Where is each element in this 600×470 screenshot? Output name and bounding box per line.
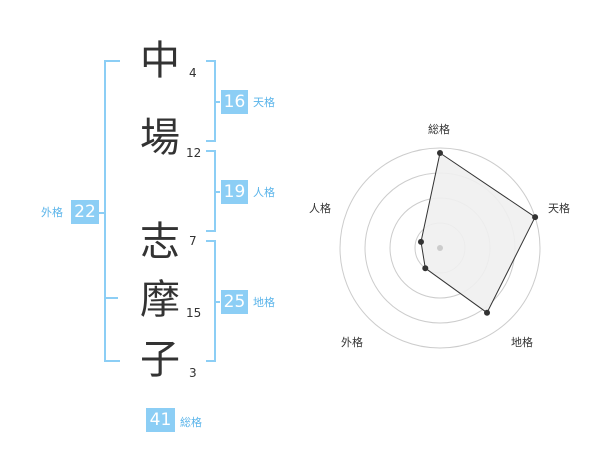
gaikaku-bracket-tick <box>96 212 104 214</box>
stroke-count-4: 15 <box>186 306 202 320</box>
jinkaku-label: 人格 <box>253 186 275 199</box>
radar-ring <box>339 147 541 349</box>
name-char-5: 子 <box>140 337 180 383</box>
radar-point-1 <box>532 214 539 221</box>
radar-axis-label-jinkaku: 人格 <box>309 202 331 215</box>
stroke-count-1: 4 <box>189 66 197 80</box>
radar-data-area <box>420 152 536 314</box>
stroke-count-5: 3 <box>189 366 197 380</box>
chikaku-bracket <box>206 240 216 362</box>
jinkaku-bracket-tick <box>216 191 220 193</box>
gaikaku-bracket-inner-tick <box>104 297 118 299</box>
radar-data-points <box>417 150 539 316</box>
chikaku-bracket-tick <box>216 301 220 303</box>
tenkaku-bracket <box>206 60 216 142</box>
gaikaku-bracket <box>104 60 120 362</box>
gaikaku-label: 外格 <box>41 206 63 219</box>
chikaku-value-badge: 25 <box>221 290 248 314</box>
radar-point-2 <box>484 309 491 316</box>
radar-center-dot <box>437 245 443 251</box>
radar-axis-label-gaikaku: 外格 <box>341 336 363 349</box>
stroke-count-3: 7 <box>189 234 197 248</box>
chikaku-label: 地格 <box>253 296 275 309</box>
tenkaku-value-badge: 16 <box>221 90 248 114</box>
gaikaku-value-badge: 22 <box>71 200 99 224</box>
radar-point-4 <box>417 238 424 245</box>
radar-point-0 <box>437 150 443 156</box>
radar-axis-label-soukaku: 総格 <box>428 123 450 136</box>
name-char-1: 中 <box>140 38 180 84</box>
soukaku-value-badge: 41 <box>146 408 175 432</box>
name-char-2: 場 <box>140 115 180 161</box>
radar-point-3 <box>422 265 429 272</box>
radar-axis-label-chikaku: 地格 <box>511 336 533 349</box>
name-char-4: 摩 <box>140 277 180 323</box>
name-char-3: 志 <box>140 219 180 265</box>
jinkaku-value-badge: 19 <box>221 180 248 204</box>
stroke-count-2: 12 <box>186 146 202 160</box>
radar-axis-label-tenkaku: 天格 <box>548 202 570 215</box>
tenkaku-label: 天格 <box>253 96 275 109</box>
soukaku-label: 総格 <box>180 416 202 429</box>
jinkaku-bracket <box>206 150 216 232</box>
tenkaku-bracket-tick <box>216 101 220 103</box>
